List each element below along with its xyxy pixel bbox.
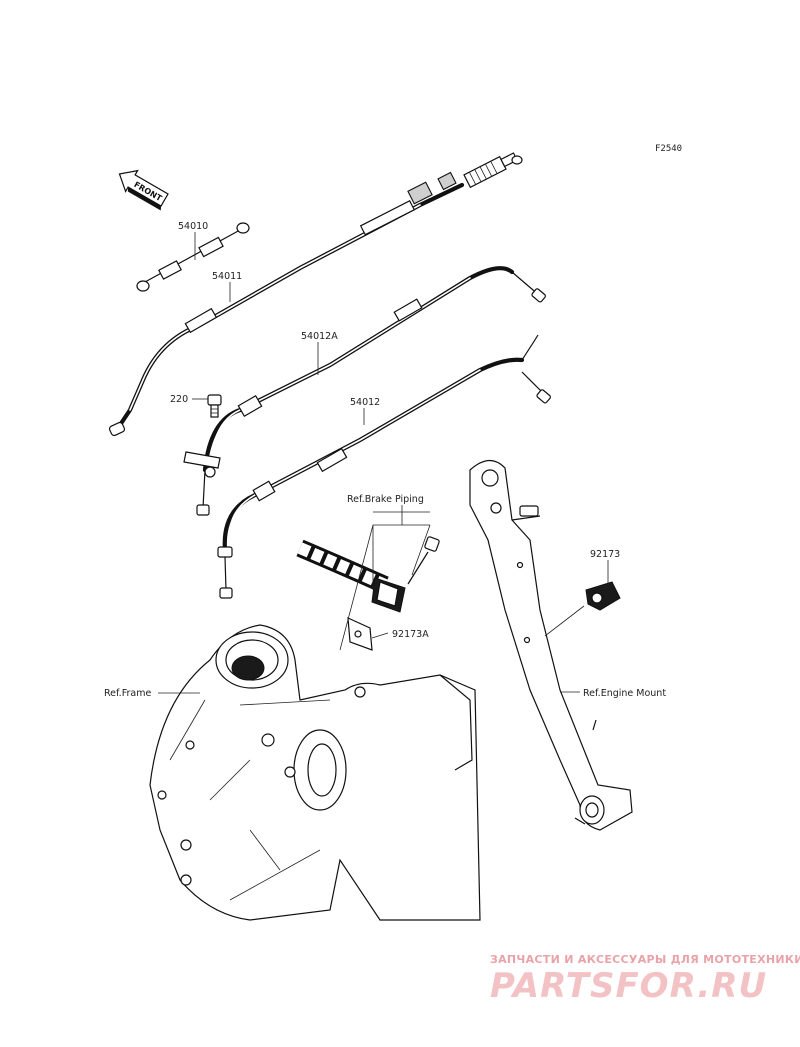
label-ref-brake-piping: Ref.Brake Piping — [347, 494, 424, 505]
label-220: 220 — [170, 394, 188, 405]
front-arrow-icon: FRONT — [118, 169, 169, 211]
leader-lines — [158, 232, 609, 694]
brake-hose — [296, 536, 440, 651]
cable-54012 — [217, 334, 551, 599]
label-54010: 54010 — [178, 221, 208, 232]
label-92173A: 92173A — [392, 629, 429, 640]
label-54012: 54012 — [350, 397, 380, 408]
label-54011: 54011 — [212, 271, 242, 282]
clamp-92173 — [585, 581, 621, 611]
bolt-220 — [207, 394, 222, 418]
cable-54012A — [183, 266, 546, 516]
label-92173: 92173 — [590, 549, 620, 560]
frame — [149, 624, 481, 921]
label-ref-engine-mount: Ref.Engine Mount — [583, 688, 666, 699]
cable-54011 — [108, 152, 523, 437]
label-ref-frame: Ref.Frame — [104, 688, 151, 699]
engine-mount — [469, 459, 633, 831]
figure-code: F2540 — [655, 144, 682, 154]
cable-54010 — [136, 222, 250, 292]
label-54012A: 54012A — [301, 331, 338, 342]
watermark-brand: PARTSFOR.RU — [490, 966, 767, 1006]
watermark-subtitle: ЗАПЧАСТИ И АКСЕССУАРЫ ДЛЯ МОТОТЕХНИКИ — [490, 953, 800, 966]
